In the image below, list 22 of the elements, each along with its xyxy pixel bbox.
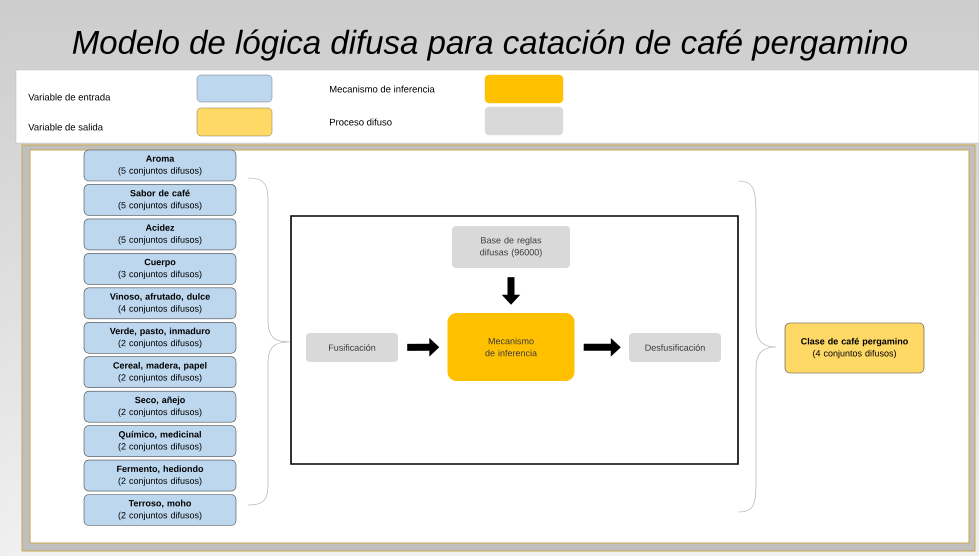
legend-text: Proceso difuso — [330, 118, 392, 126]
inference-box: Mecanismo de inferencia — [448, 313, 574, 381]
input-box: Seco, añejo (2 conjuntos difusos) — [84, 390, 236, 422]
input-box: Cuerpo (3 conjuntos difusos) — [84, 253, 236, 285]
input-box: Fermento, hediondo (2 conjuntos difusos) — [84, 460, 236, 492]
input-box: Acidez (5 conjuntos difusos) — [84, 218, 236, 250]
input-box: Químico, medicinal (2 conjuntos difusos) — [84, 425, 236, 457]
legend-text: Variable de salida — [28, 124, 103, 130]
legend-text: Variable de entrada — [28, 94, 110, 100]
output-box: Clase de café pergamino (4 conjuntos difusos) — [784, 322, 924, 374]
input-box: Verde, pasto, inmaduro (2 conjuntos difusos) — [84, 322, 236, 354]
input-box: Sabor de café (5 conjuntos difusos) — [84, 184, 236, 216]
process-box: Fusificación — [306, 333, 398, 362]
process-box: Base de reglas difusas (96000) — [452, 226, 570, 268]
legend-text: Mecanismo de inferencia — [330, 86, 435, 92]
process-box: Desfusificación — [629, 333, 721, 362]
input-box: Terroso, moho (2 conjuntos difusos) — [84, 494, 236, 526]
input-box: Cereal, madera, papel (2 conjuntos difusos) — [84, 356, 236, 388]
title: Modelo de lógica difusa para catación de café pergamino — [72, 29, 908, 61]
system-frame — [290, 215, 739, 465]
input-box: Aroma (5 conjuntos difusos) — [84, 150, 236, 182]
input-box: Vinoso, afrutado, dulce (4 conjuntos difusos) — [84, 288, 236, 320]
